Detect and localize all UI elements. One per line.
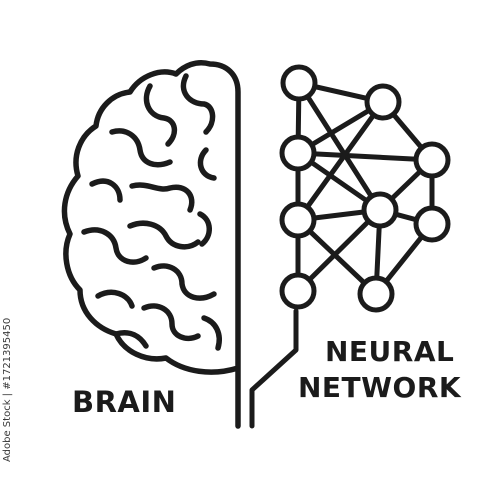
network-node (413, 141, 451, 179)
network-edge (295, 99, 386, 223)
brain-fold (81, 227, 149, 265)
neural-label: NEURAL (325, 335, 455, 368)
brain-fold (180, 73, 216, 135)
brain-label: BRAIN (72, 385, 177, 419)
brain-outline (61, 60, 241, 429)
brain-fold (109, 128, 173, 168)
network-node (361, 191, 399, 229)
network-node (279, 134, 317, 172)
brain-fold (113, 330, 149, 349)
brain-fold (151, 263, 217, 301)
brain-half-icon (61, 60, 241, 429)
stock-id-text: Adobe Stock | #1721395450 (2, 317, 13, 462)
network-node (357, 275, 395, 313)
brain-fold (95, 289, 135, 309)
network-node (279, 201, 317, 239)
network-lead-line (249, 308, 299, 429)
network-node (279, 272, 317, 310)
brain-fold (143, 83, 178, 147)
brain-fold (197, 211, 212, 247)
network-nodes (279, 64, 451, 313)
network-edge (295, 150, 435, 163)
network-edge (295, 207, 383, 294)
brain-fold (89, 178, 123, 203)
network-label: NETWORK (298, 371, 462, 404)
network-edge (296, 80, 383, 213)
brain-fold (127, 220, 201, 250)
network-node (280, 64, 318, 102)
brain-fold (129, 182, 195, 213)
network-node (364, 83, 402, 121)
brain-fold (141, 303, 201, 342)
network-node (413, 205, 451, 243)
brain-fold (201, 315, 222, 351)
brain-fold (197, 147, 217, 181)
